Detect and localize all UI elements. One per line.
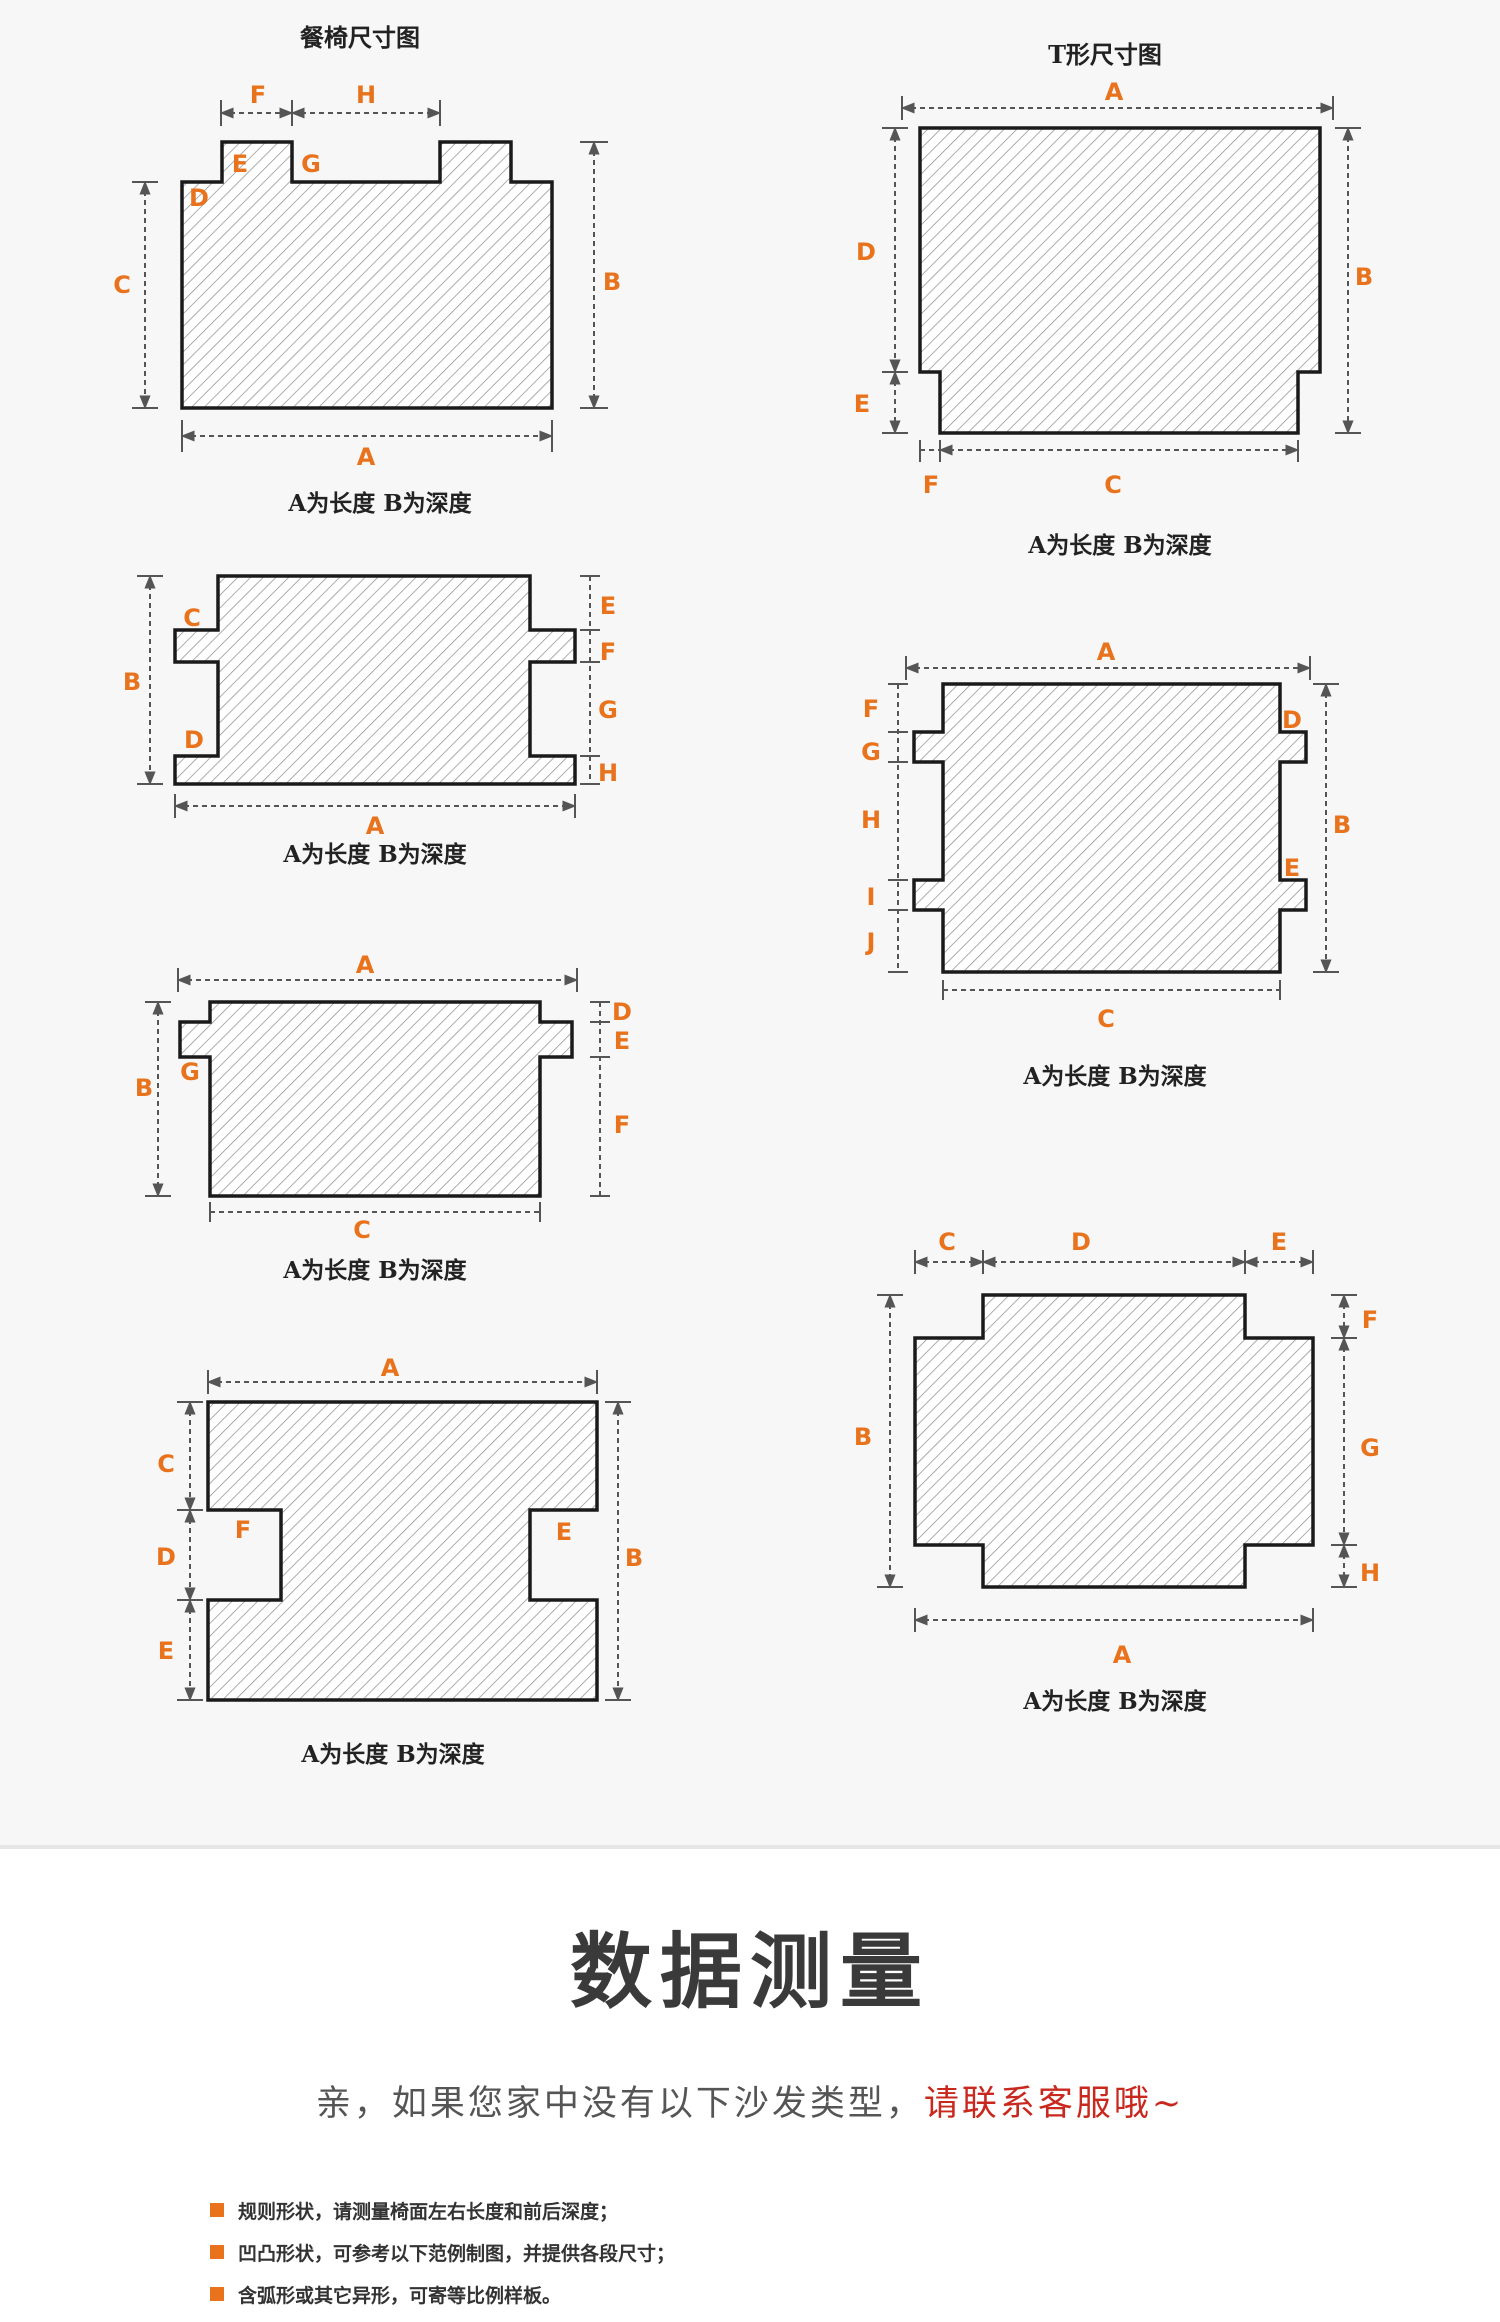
dim-label-B: B <box>603 268 621 296</box>
diagram-caption: A为长度 B为深度 <box>287 490 472 517</box>
note-item: 凹凸形状，可参考以下范例制图，并提供各段尺寸； <box>210 2237 675 2267</box>
dim-label-I: I <box>867 883 876 911</box>
dim-label-C: C <box>157 1450 175 1478</box>
contact-prompt-text: 亲，如果您家中没有以下沙发类型， <box>315 2084 924 2124</box>
cross-shape-diagram: C D E B F G H A A为长度 B为深度 <box>854 1228 1380 1715</box>
diagram-title: T形尺寸图 <box>1048 40 1162 69</box>
dim-label-F: F <box>600 638 616 666</box>
double-side-notch-diagram: B C D E F G H A A为长度 B为深度 <box>123 574 618 868</box>
dim-label-F: F <box>235 1516 251 1544</box>
dim-label-D: D <box>1282 706 1302 734</box>
dim-label-A: A <box>366 812 385 840</box>
dim-label-E: E <box>854 390 870 418</box>
dim-label-B: B <box>625 1544 643 1572</box>
dim-label-C: C <box>1097 1005 1115 1033</box>
diagram-caption: A为长度 B为深度 <box>282 1257 467 1284</box>
dim-label-A: A <box>1105 78 1124 106</box>
dim-label-F: F <box>923 471 939 499</box>
dim-label-C: C <box>183 604 201 632</box>
dim-label-F: F <box>250 81 266 109</box>
dim-label-G: G <box>861 738 881 766</box>
measurement-notes: 规则形状，请测量椅面左右长度和前后深度； 凹凸形状，可参考以下范例制图，并提供各… <box>210 2195 675 2321</box>
dim-label-H: H <box>1360 1559 1380 1587</box>
bullet-square-icon <box>210 2287 224 2301</box>
bullet-square-icon <box>210 2245 224 2259</box>
dim-label-D: D <box>189 184 209 212</box>
dim-label-J: J <box>865 928 876 956</box>
contact-service-link[interactable]: 请联系客服哦~ <box>923 2084 1185 2124</box>
dim-label-H: H <box>861 806 881 834</box>
note-item: 规则形状，请测量椅面左右长度和前后深度； <box>210 2195 675 2225</box>
diagram-caption: A为长度 B为深度 <box>1022 1063 1207 1090</box>
dim-label-A: A <box>356 951 375 979</box>
dim-label-A: A <box>1097 638 1116 666</box>
dim-label-B: B <box>854 1423 872 1451</box>
diagram-caption: A为长度 B为深度 <box>1022 1688 1207 1715</box>
dim-label-B: B <box>123 668 141 696</box>
dim-label-A: A <box>357 443 376 471</box>
dim-label-C: C <box>938 1228 956 1256</box>
dim-label-H: H <box>598 759 618 787</box>
dim-label-E: E <box>232 150 248 178</box>
dim-label-B: B <box>1355 263 1373 291</box>
dim-label-H: H <box>356 81 376 109</box>
diagram-caption: A为长度 B为深度 <box>1027 532 1212 559</box>
dim-label-C: C <box>353 1216 371 1244</box>
dim-label-A: A <box>1113 1641 1132 1669</box>
t-shape-diagram: T形尺寸图 A D E B F C A为长度 B为深度 <box>854 40 1373 559</box>
dim-label-E: E <box>158 1637 174 1665</box>
cushion-shape-diagrams: .shape { fill:url(#hatch); stroke:#1a1a1… <box>113 23 1380 1768</box>
double-ear-diagram: A F G H I J D E B C A为长度 B为深度 <box>861 638 1351 1090</box>
dim-label-A: A <box>381 1354 400 1382</box>
note-text: 含弧形或其它异形，可寄等比例样板。 <box>238 2284 562 2307</box>
dim-label-G: G <box>1360 1434 1380 1462</box>
dim-label-E: E <box>1271 1228 1287 1256</box>
note-text: 规则形状，请测量椅面左右长度和前后深度； <box>238 2200 619 2223</box>
dim-label-B: B <box>135 1074 153 1102</box>
dim-label-G: G <box>598 696 618 724</box>
dim-label-B: B <box>1333 811 1351 839</box>
top-flange-diagram: A B G D E F C A为长度 B为深度 <box>135 951 632 1284</box>
note-item: 含弧形或其它异形，可寄等比例样板。 <box>210 2279 675 2309</box>
dim-label-D: D <box>1071 1228 1091 1256</box>
side-recess-diagram: A C D E F E B A为长度 B为深度 <box>156 1354 643 1768</box>
dim-label-G: G <box>180 1058 200 1086</box>
dim-label-F: F <box>863 695 879 723</box>
dim-label-F: F <box>1362 1306 1378 1334</box>
dim-label-C: C <box>113 271 131 299</box>
dim-label-E: E <box>600 592 616 620</box>
section-heading: 数据测量 <box>569 1924 930 2020</box>
dim-label-F: F <box>614 1111 630 1139</box>
note-text: 凹凸形状，可参考以下范例制图，并提供各段尺寸； <box>238 2242 676 2265</box>
contact-prompt: 亲，如果您家中没有以下沙发类型，请联系客服哦~ <box>0 2075 1500 2126</box>
dim-label-D: D <box>612 998 632 1026</box>
dim-label-E-right: E <box>556 1518 572 1546</box>
dim-label-D: D <box>856 238 876 266</box>
bullet-square-icon <box>210 2203 224 2217</box>
dim-label-E: E <box>614 1027 630 1055</box>
dining-chair-diagram: 餐椅尺寸图 F H E G D C B A A为长度 B为深度 <box>113 23 621 517</box>
section-divider <box>0 1845 1500 1849</box>
dim-label-E: E <box>1284 854 1300 882</box>
dim-label-D: D <box>156 1543 176 1571</box>
dim-label-D: D <box>184 726 204 754</box>
dim-label-G: G <box>301 150 321 178</box>
diagram-title: 餐椅尺寸图 <box>300 23 420 52</box>
dim-label-C: C <box>1104 471 1122 499</box>
diagram-caption: A为长度 B为深度 <box>300 1741 485 1768</box>
diagram-caption: A为长度 B为深度 <box>282 841 467 868</box>
